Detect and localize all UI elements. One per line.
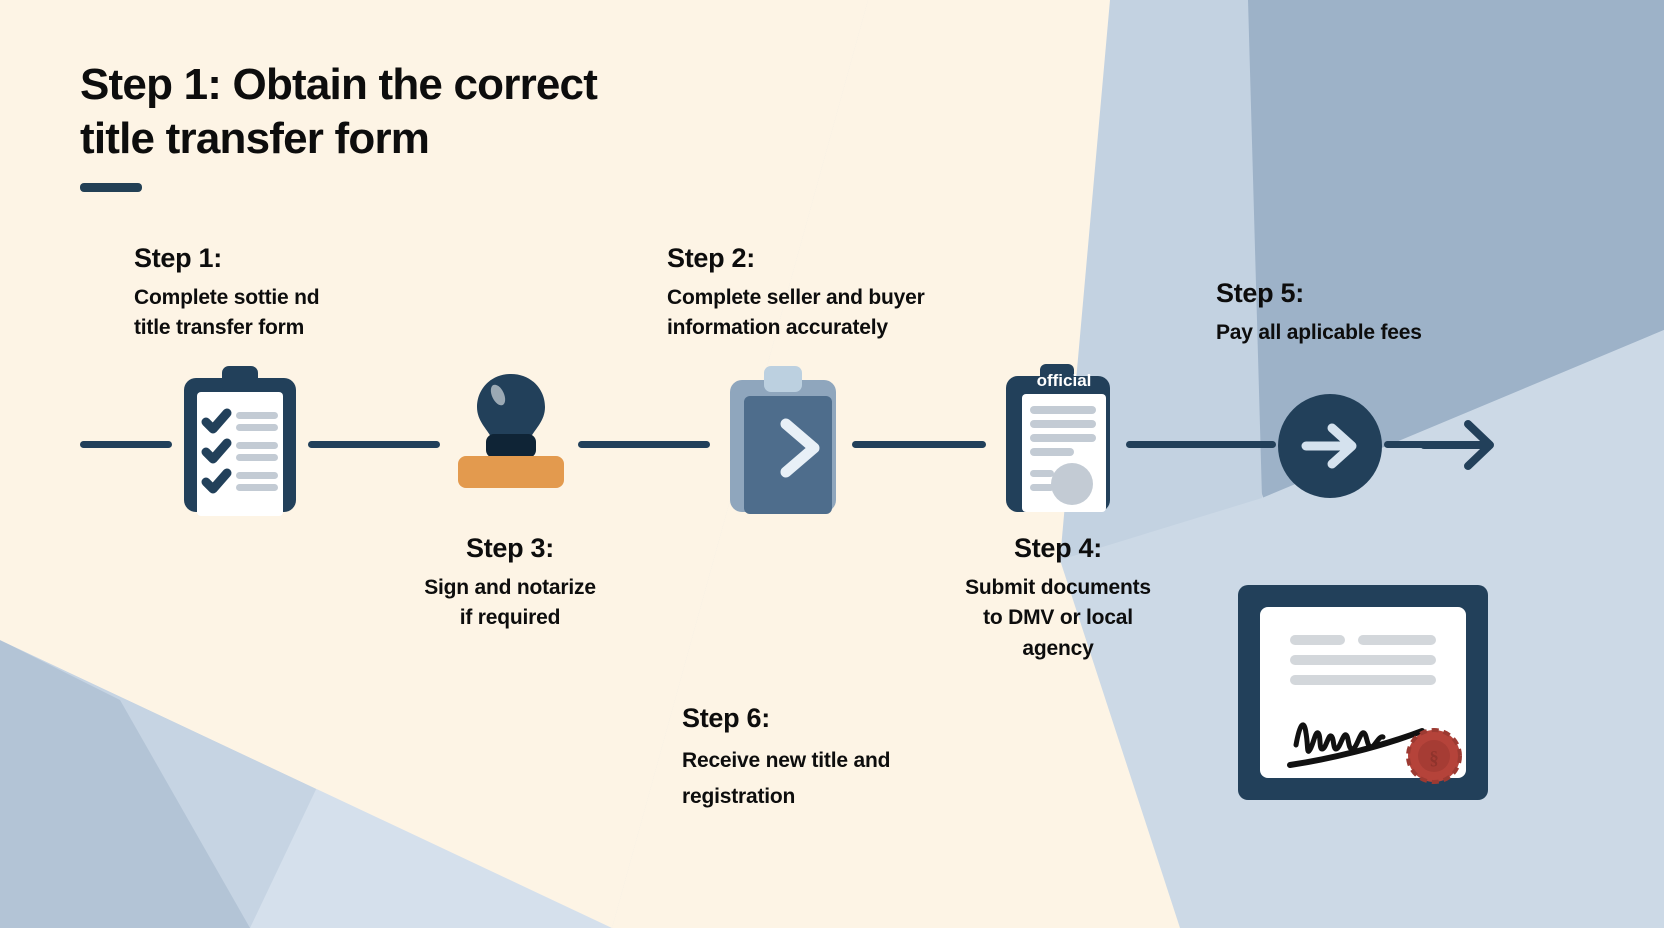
- notary-stamp-icon: [458, 374, 564, 488]
- bg-cream-band-right: [612, 0, 1180, 928]
- certificate-illustration: §: [1238, 585, 1488, 800]
- clipboard-chevron-icon: [730, 366, 836, 514]
- step-4-number: Step 4:: [1014, 533, 1102, 563]
- step-2-number: Step 2:: [667, 243, 755, 273]
- wax-seal: §: [1406, 728, 1462, 784]
- bg-shape-lower-left-pale: [250, 760, 612, 928]
- official-stamp-text: official: [1037, 371, 1092, 390]
- step-2-desc-line-2: information accurately: [667, 316, 888, 340]
- official-document-icon: official: [1006, 364, 1110, 512]
- connector-segment-1: [80, 441, 172, 448]
- step-4-desc-line-2: to DMV or local: [983, 606, 1133, 630]
- step-1-number: Step 1:: [134, 243, 222, 273]
- page-title-line2: title transfer form: [80, 114, 430, 164]
- step-3-description: Sign and notarize if required: [370, 573, 650, 634]
- bg-shape-upper-right-dark: [1180, 0, 1664, 500]
- step-1-desc-line-2: title transfer form: [134, 316, 305, 340]
- step-6-label: Step 6: Receive new title and registrati…: [682, 703, 1002, 815]
- step-3-label: Step 3: Sign and notarize if required: [370, 533, 650, 634]
- arrow-right-icon: [1420, 420, 1494, 470]
- step-2-label: Step 2: Complete seller and buyer inform…: [667, 243, 1027, 344]
- step-6-desc-line-2: registration: [682, 785, 796, 809]
- clipboard-checklist-icon: [184, 366, 296, 516]
- step-4-desc-line-3: agency: [1022, 636, 1094, 660]
- step-2-desc-line-1: Complete seller and buyer: [667, 286, 925, 309]
- step-6-number: Step 6:: [682, 703, 770, 733]
- step-3-number: Step 3:: [466, 533, 554, 563]
- connector-segment-4: [852, 441, 986, 448]
- step-2-description: Complete seller and buyer information ac…: [667, 283, 1027, 344]
- connector-segment-3: [578, 441, 710, 448]
- svg-text:§: §: [1429, 748, 1439, 769]
- connector-segment-2: [308, 441, 440, 448]
- title-accent-bar: [80, 183, 142, 192]
- page-title: Step 1: Obtain the correct title transfe…: [80, 58, 720, 166]
- step-1-description: Complete sottie nd title transfer form: [134, 283, 434, 344]
- step-4-desc-line-1: Submit documents: [965, 576, 1151, 599]
- page-title-line1: Step 1: Obtain the correct: [80, 60, 598, 109]
- step-6-desc-line-1: Receive new title and: [682, 749, 891, 772]
- step-4-label: Step 4: Submit documents to DMV or local…: [930, 533, 1186, 664]
- step-5-description: Pay all aplicable fees: [1216, 318, 1516, 348]
- step-3-desc-line-1: Sign and notarize: [424, 576, 596, 599]
- arrow-circle-icon: [1278, 394, 1382, 498]
- bg-shape-lower-left-dark: [0, 640, 250, 928]
- step-5-label: Step 5: Pay all aplicable fees: [1216, 278, 1516, 348]
- step-1-desc-line-1: Complete sottie nd: [134, 286, 320, 309]
- step-5-number: Step 5:: [1216, 278, 1304, 308]
- step-1-label: Step 1: Complete sottie nd title transfe…: [134, 243, 434, 344]
- step-3-desc-line-2: if required: [459, 606, 561, 630]
- step-5-desc-line-1: Pay all aplicable fees: [1216, 321, 1422, 344]
- signature: [1287, 722, 1425, 768]
- certificate-text-lines: [1290, 635, 1436, 685]
- step-6-description: Receive new title and registration: [682, 743, 1002, 815]
- connector-segment-5: [1126, 441, 1276, 448]
- step-4-description: Submit documents to DMV or local agency: [930, 573, 1186, 664]
- bg-cream-band: [0, 0, 868, 928]
